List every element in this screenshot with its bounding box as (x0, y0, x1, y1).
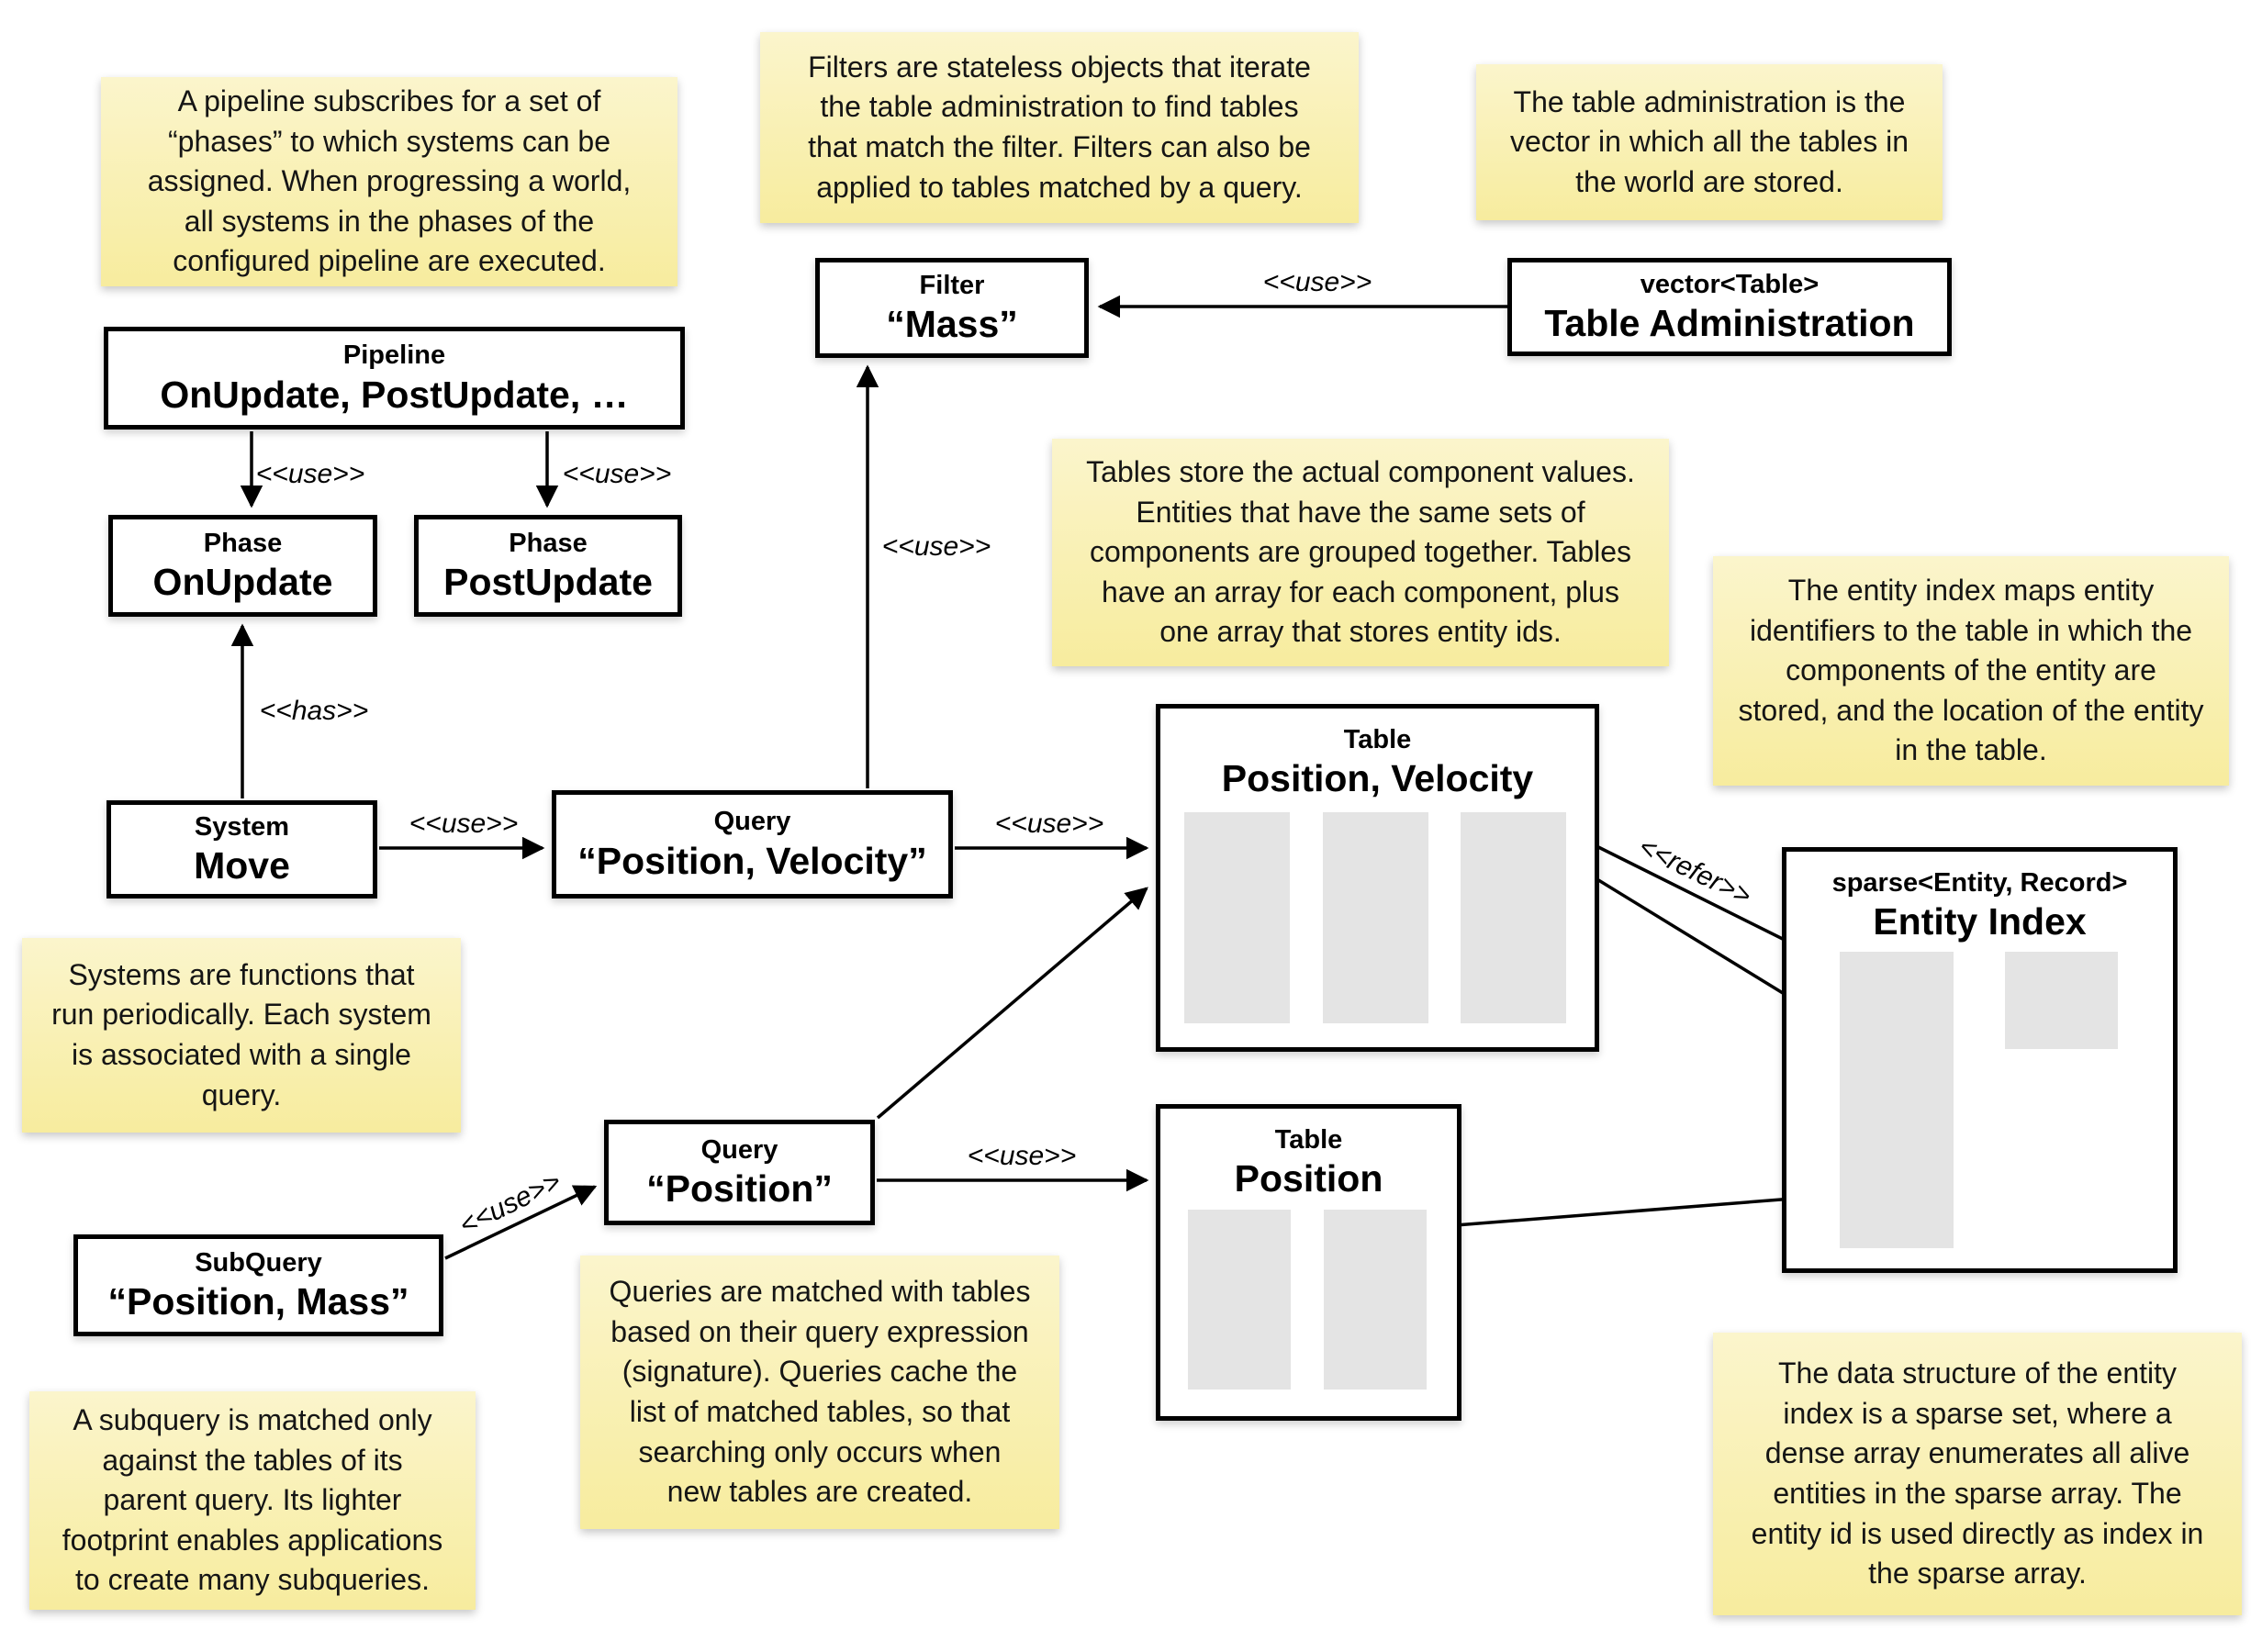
edge-label-use-query-filter: <<use>> (881, 531, 991, 562)
component-array-3 (1461, 812, 1566, 1023)
box-filter-mass: Filter “Mass” (815, 258, 1089, 358)
box-table-position-name: Position (1234, 1157, 1383, 1200)
edge-label-use-pipeline-postupdate: <<use>> (562, 459, 672, 489)
box-subquery-title: SubQuery (195, 1247, 322, 1278)
box-pipeline-name: OnUpdate, PostUpdate, … (160, 373, 629, 416)
edge-label-use-tableadmin-filter: <<use>> (1262, 267, 1372, 297)
box-phase-postupdate: Phase PostUpdate (414, 515, 682, 617)
box-table-position-velocity-name: Position, Velocity (1221, 757, 1534, 800)
box-system-move: System Move (106, 800, 377, 899)
box-query-position-velocity-name: “Position, Velocity” (577, 839, 927, 882)
note-subquery: A subquery is matched only against the t… (29, 1391, 476, 1610)
edge-label-has-system-phase: <<has>> (259, 696, 369, 726)
note-tables: Tables store the actual component values… (1052, 439, 1669, 666)
component-array-2 (1324, 1210, 1427, 1390)
box-subquery: SubQuery “Position, Mass” (73, 1234, 443, 1336)
component-array-1 (1184, 812, 1290, 1023)
box-phase-onupdate-title: Phase (203, 528, 283, 558)
component-array-1 (1188, 1210, 1291, 1390)
box-table-position-velocity-title: Table (1343, 725, 1412, 754)
box-query-position-velocity-title: Query (713, 807, 791, 837)
box-phase-onupdate: Phase OnUpdate (108, 515, 377, 617)
box-phase-postupdate-title: Phase (509, 528, 588, 558)
note-queries: Queries are matched with tables based on… (580, 1256, 1059, 1529)
box-table-position-velocity: Table Position, Velocity (1156, 704, 1599, 1052)
box-subquery-name: “Position, Mass” (107, 1280, 409, 1323)
box-phase-postupdate-name: PostUpdate (443, 561, 653, 604)
box-system-move-title: System (194, 811, 290, 842)
box-system-move-name: Move (194, 844, 290, 887)
box-pipeline: Pipeline OnUpdate, PostUpdate, … (104, 327, 685, 430)
sparse-array (1840, 952, 1954, 1248)
dense-array (2005, 952, 2118, 1049)
box-phase-onupdate-name: OnUpdate (152, 561, 333, 604)
edge-label-refer-entityindex-table: <<refer>> (1633, 831, 1756, 912)
box-entity-index: sparse<Entity, Record> Entity Index (1782, 847, 2178, 1273)
component-array-2 (1323, 812, 1428, 1023)
box-table-position: Table Position (1156, 1104, 1461, 1421)
arrow-entityindex-to-table-p (1429, 1193, 1841, 1237)
box-table-administration-name: Table Administration (1544, 302, 1915, 345)
box-query-position-velocity: Query “Position, Velocity” (552, 790, 953, 899)
note-table-administration: The table administration is the vector i… (1476, 64, 1943, 220)
edge-label-use-query-table-pv: <<use>> (994, 809, 1104, 839)
edge-label-use-system-query: <<use>> (409, 809, 519, 839)
box-entity-index-title: sparse<Entity, Record> (1831, 868, 2128, 898)
box-filter-mass-title: Filter (919, 270, 985, 300)
box-table-administration-title: vector<Table> (1640, 269, 1820, 299)
edge-label-use-subquery-query: <<use>> (454, 1166, 566, 1242)
box-query-position: Query “Position” (604, 1120, 875, 1225)
box-table-position-title: Table (1274, 1125, 1343, 1155)
box-query-position-name: “Position” (646, 1167, 833, 1211)
box-query-position-title: Query (700, 1134, 778, 1165)
note-pipeline: A pipeline subscribes for a set of “phas… (101, 77, 677, 286)
note-systems: Systems are functions that run periodica… (22, 938, 461, 1133)
box-filter-mass-name: “Mass” (886, 303, 1018, 346)
note-filters: Filters are stateless objects that itera… (760, 32, 1359, 223)
note-data-structure: The data structure of the entity index i… (1713, 1333, 2242, 1615)
edge-label-use-query-table-p: <<use>> (967, 1141, 1077, 1171)
box-pipeline-title: Pipeline (342, 340, 446, 371)
edge-label-use-pipeline-onupdate: <<use>> (255, 459, 365, 489)
box-table-administration: vector<Table> Table Administration (1507, 258, 1952, 356)
arrow-query-p-to-table-pv (876, 887, 1148, 1120)
note-entity-index: The entity index maps entity identifiers… (1713, 556, 2229, 786)
box-entity-index-name: Entity Index (1873, 900, 2087, 943)
